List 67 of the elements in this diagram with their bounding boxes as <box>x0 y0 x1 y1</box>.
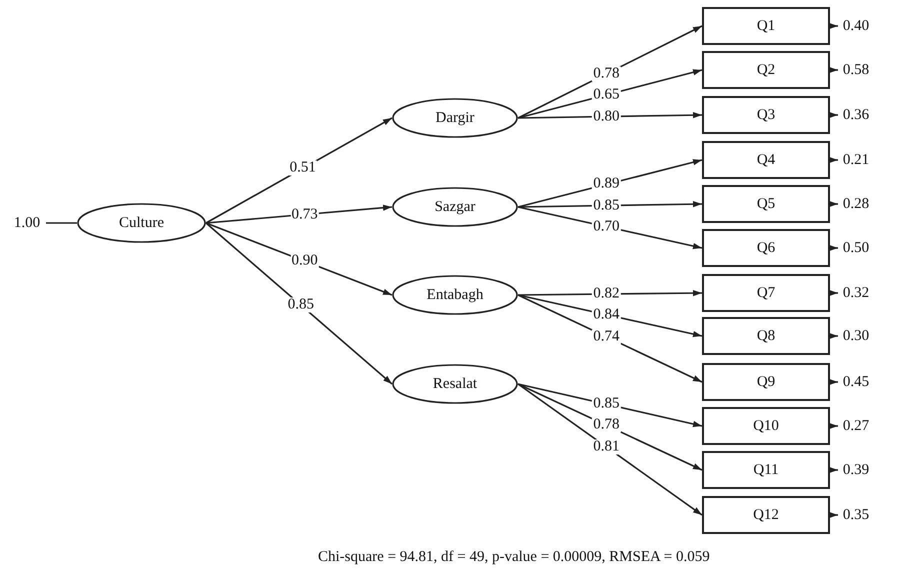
fit-statistics-caption: Chi-square = 94.81, df = 49, p-value = 0.00009, RMSEA = 0.059 <box>318 549 710 566</box>
variable-label: Q10 <box>753 418 779 434</box>
value-label: 0.32 <box>842 284 870 302</box>
edge-label: 0.65 <box>592 87 620 102</box>
arrow <box>829 244 838 252</box>
variable-label: Q4 <box>756 152 776 168</box>
variable-label: Q2 <box>756 62 776 78</box>
arrow <box>829 378 838 386</box>
variable-label: Q9 <box>756 374 776 390</box>
arrow <box>829 112 838 118</box>
indicator-box <box>702 363 830 401</box>
variable-label: Q11 <box>753 462 779 478</box>
edge-label: 0.81 <box>592 439 620 454</box>
indicator-box <box>702 229 830 267</box>
variable-label: Q3 <box>756 106 776 124</box>
arrow <box>829 422 838 430</box>
indicator-box <box>702 51 830 89</box>
value-label: 0.36 <box>842 106 870 124</box>
value-label: 0.35 <box>842 506 870 524</box>
arrow <box>829 22 838 30</box>
variable-label: Sazgar <box>434 198 476 216</box>
edge-label: 0.78 <box>592 418 620 433</box>
edge-label: 0.78 <box>592 66 620 82</box>
indicator-box <box>702 141 830 179</box>
variable-label: Q8 <box>756 328 776 344</box>
indicator-box <box>702 407 830 445</box>
arrow <box>829 512 838 518</box>
variable-label: Culture <box>119 214 164 232</box>
arrow <box>829 290 838 296</box>
value-label: 0.27 <box>842 418 870 434</box>
variable-label: Resalat <box>432 376 478 392</box>
edge-label: 0.51 <box>288 160 317 176</box>
value-label: 0.45 <box>842 374 870 390</box>
indicator-box <box>702 185 830 223</box>
variable-label: Q7 <box>756 284 776 302</box>
arrow <box>518 383 702 516</box>
value-label: 0.28 <box>842 196 870 212</box>
variable-label: Q5 <box>756 196 776 212</box>
edge-label: 0.74 <box>592 329 620 344</box>
connector-line <box>46 222 77 224</box>
arrow <box>829 466 838 474</box>
arrow <box>205 222 393 385</box>
value-label: 0.30 <box>842 328 870 344</box>
variable-label: Entabagh <box>426 286 484 304</box>
variable-label: Q6 <box>756 240 776 256</box>
indicator-box <box>702 7 830 45</box>
variable-label: Dargir <box>436 110 474 126</box>
value-label: 0.40 <box>842 18 870 34</box>
indicator-box <box>702 317 830 355</box>
value-label: 0.58 <box>842 62 870 78</box>
indicator-box <box>702 274 830 312</box>
variable-label: Q12 <box>753 506 779 524</box>
arrow <box>829 332 838 340</box>
arrow <box>829 66 838 74</box>
indicator-box <box>702 496 830 534</box>
value-label: 0.50 <box>842 240 870 256</box>
value-label: 1.00 <box>14 214 40 232</box>
value-label: 0.21 <box>842 152 870 168</box>
edge-label: 0.85 <box>286 298 315 313</box>
arrow <box>829 156 838 164</box>
variable-label: Q1 <box>756 18 776 34</box>
arrow <box>829 200 838 208</box>
indicator-box <box>702 451 830 489</box>
value-label: 0.39 <box>842 462 870 478</box>
edge-label: 0.89 <box>592 176 620 192</box>
edge-label: 0.90 <box>290 254 319 269</box>
indicator-box <box>702 96 830 134</box>
